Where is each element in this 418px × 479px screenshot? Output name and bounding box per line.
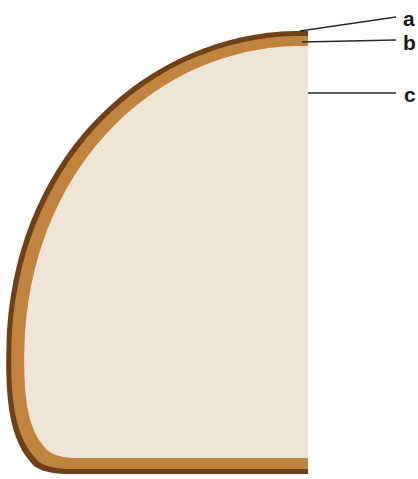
crumb bbox=[24, 46, 308, 458]
part-label: b bbox=[403, 32, 416, 53]
leader-line bbox=[308, 92, 396, 93]
leader-line bbox=[302, 40, 396, 42]
outer-crust bbox=[6, 31, 308, 474]
leader-line bbox=[300, 17, 396, 31]
part-label: a bbox=[403, 8, 415, 29]
inner-crust bbox=[11, 36, 308, 469]
part-label: c bbox=[404, 84, 416, 105]
